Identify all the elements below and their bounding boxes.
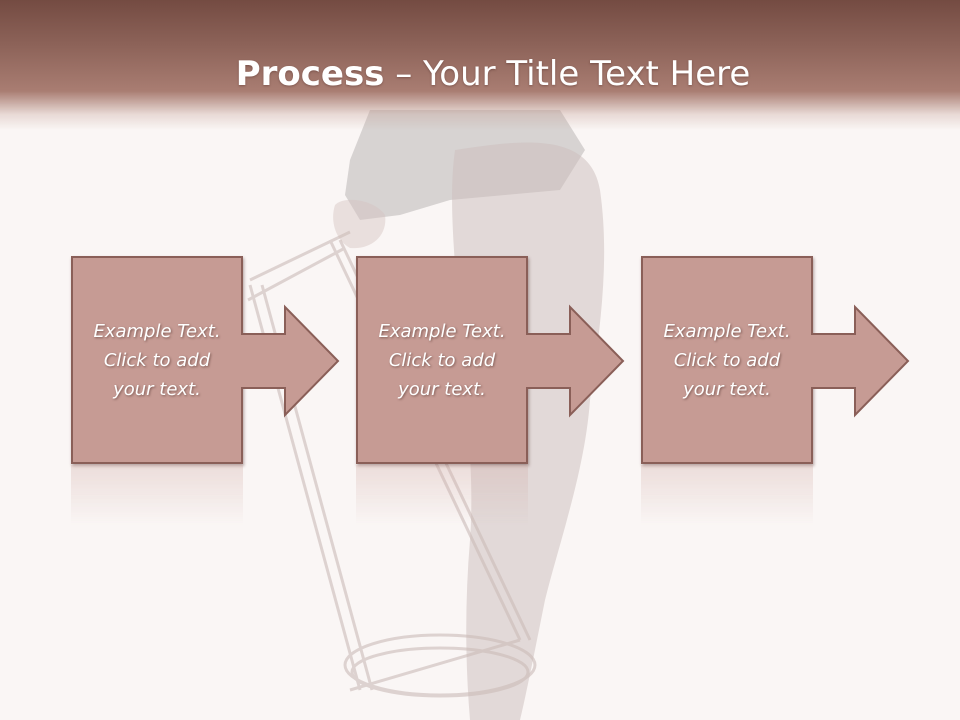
process-step-1: Example Text. Click to add your text. [71, 256, 341, 546]
step-2-text-box[interactable]: Example Text. Click to add your text. [356, 256, 528, 464]
process-step-2: Example Text. Click to add your text. [356, 256, 626, 546]
process-step-3: Example Text. Click to add your text. [641, 256, 911, 546]
title-rest: – Your Title Text Here [384, 54, 751, 94]
step-2-line-3: your text. [398, 378, 486, 400]
step-3-line-1: Example Text. [663, 320, 791, 342]
step-1-reflection [71, 465, 341, 545]
step-2-line-2: Click to add [388, 349, 496, 371]
right-arrow-icon [526, 304, 625, 418]
title-bold: Process [235, 54, 385, 94]
step-3-line-3: your text. [683, 378, 771, 400]
step-2-text: Example Text. Click to add your text. [362, 317, 522, 404]
step-3-line-2: Click to add [673, 349, 781, 371]
step-2-line-1: Example Text. [378, 320, 506, 342]
step-3-text: Example Text. Click to add your text. [647, 317, 807, 404]
right-arrow-icon [241, 304, 340, 418]
right-arrow-icon [811, 304, 910, 418]
step-3-text-box[interactable]: Example Text. Click to add your text. [641, 256, 813, 464]
step-3-reflection [641, 465, 911, 545]
step-1-line-1: Example Text. [93, 320, 221, 342]
slide-title[interactable]: Process – Your Title Text Here [0, 52, 960, 96]
title-bar [0, 0, 960, 130]
step-1-line-3: your text. [113, 378, 201, 400]
step-1-line-2: Click to add [103, 349, 211, 371]
step-1-text: Example Text. Click to add your text. [77, 317, 237, 404]
step-2-reflection [356, 465, 626, 545]
step-1-text-box[interactable]: Example Text. Click to add your text. [71, 256, 243, 464]
